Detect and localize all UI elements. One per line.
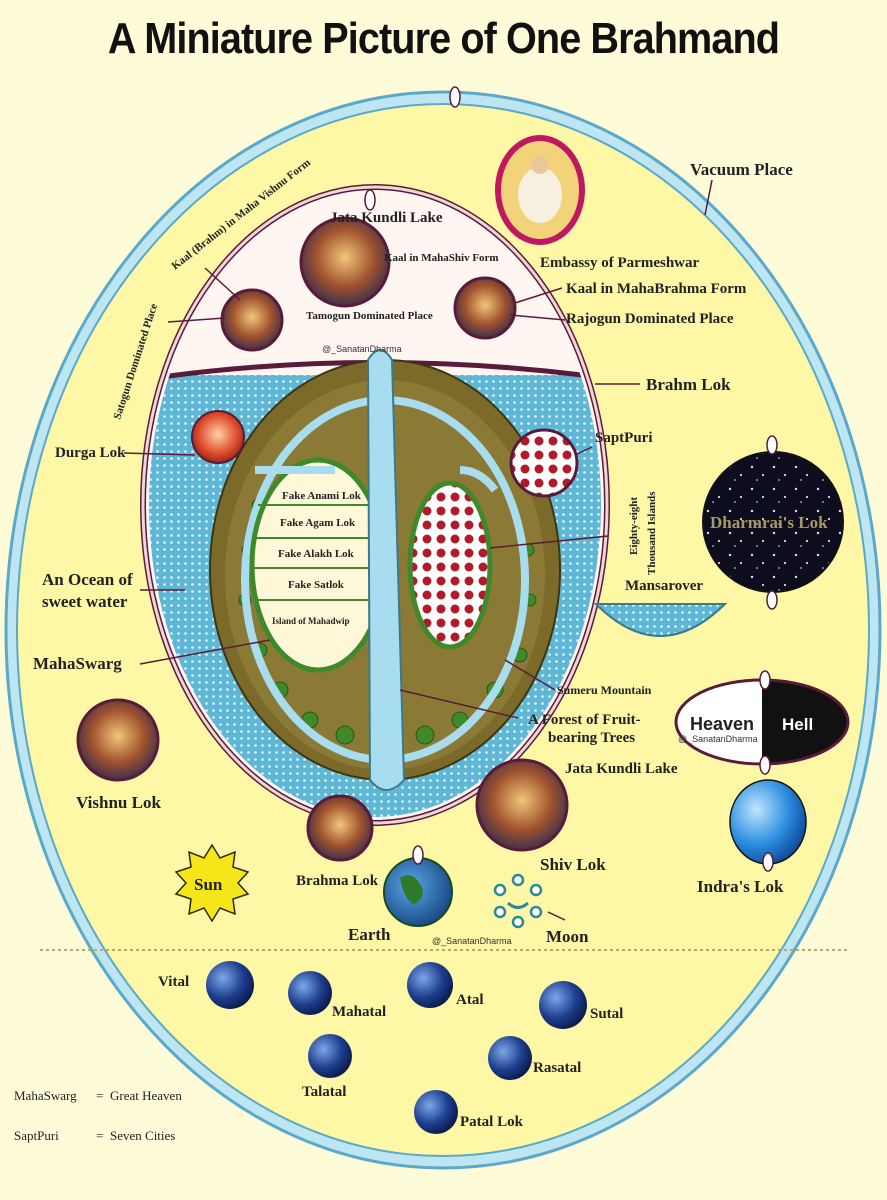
legend-meaning-1: Great Heaven (110, 1088, 182, 1103)
label-tamogun: Tamogun Dominated Place (306, 310, 433, 322)
label-sun: Sun (194, 875, 223, 894)
kaal-mahavishnu-image (220, 288, 284, 352)
legend-term-2: SaptPuri (14, 1128, 59, 1143)
vital-planet (206, 961, 254, 1009)
label-kaal-mahashiv: Kaal in MahaShiv Form (384, 252, 499, 264)
kaal-mahashiv-image (299, 216, 391, 308)
label-dharmrai-lok: Dharmrai's Lok (710, 513, 828, 532)
label-vishnu-lok: Vishnu Lok (76, 793, 161, 812)
label-mahaswarg: MahaSwarg (33, 654, 122, 673)
label-saptpuri: SaptPuri (595, 430, 653, 446)
shiv-lok-image (475, 758, 569, 852)
label-island-mahadwip: Island of Mahadwip (272, 616, 350, 626)
label-mahatal: Mahatal (332, 1004, 386, 1020)
indra-lok (729, 779, 807, 865)
patal-lok-planet (414, 1090, 458, 1134)
sun-icon (174, 843, 250, 923)
legend-term-1: MahaSwarg (14, 1088, 77, 1103)
label-rajogun: Rajogun Dominated Place (566, 311, 734, 327)
label-fake-alakh: Fake Alakh Lok (278, 548, 355, 560)
label-mansarover: Mansarover (625, 578, 703, 594)
kaal-mahabrahma-image (453, 276, 517, 340)
label-kaal-mahabrahma: Kaal in MahaBrahma Form (566, 281, 747, 297)
legend-meaning-2: Seven Cities (110, 1128, 175, 1143)
durga-lok-image (191, 410, 245, 464)
watermark-top: @_SanatanDharma (322, 344, 402, 354)
sumeru-mountain (407, 480, 493, 650)
label-sumeru: Sumeru Mountain (557, 683, 652, 697)
lower-worlds (206, 961, 587, 1134)
talatal-planet (308, 1034, 352, 1078)
mahatal-planet (288, 971, 332, 1015)
label-heaven: Heaven (690, 714, 754, 734)
label-rasatal: Rasatal (533, 1060, 581, 1076)
label-shiv-lok: Shiv Lok (540, 855, 606, 874)
brahma-lok-image (306, 794, 374, 862)
vishnu-lok-image (76, 698, 160, 782)
central-tube (366, 349, 406, 791)
label-hell: Hell (782, 715, 813, 734)
label-embassy: Embassy of Parmeshwar (540, 255, 699, 271)
legend: MahaSwarg = Great Heaven SaptPuri = Seve… (14, 1088, 182, 1143)
label-thousand-islands: Thousand Islands (646, 491, 658, 575)
label-jata-kundli-top: Jata Kundli Lake (330, 210, 443, 226)
sutal-planet (539, 981, 587, 1029)
page-title: A Miniature Picture of One Brahmand (107, 14, 780, 63)
label-sutal: Sutal (590, 1006, 623, 1022)
label-fake-anami: Fake Anami Lok (282, 490, 362, 502)
label-ocean-line2: sweet water (42, 592, 128, 611)
label-forest-line2: bearing Trees (548, 730, 635, 746)
label-patal-lok: Patal Lok (460, 1114, 524, 1130)
atal-planet (407, 962, 453, 1008)
label-atal: Atal (456, 992, 484, 1008)
label-ocean-line1: An Ocean of (42, 570, 133, 589)
label-eighty-eight: Eighty-eight (628, 497, 640, 555)
label-indra-lok: Indra's Lok (697, 877, 784, 896)
label-talatal: Talatal (302, 1084, 346, 1100)
moon-icon (493, 873, 543, 929)
label-forest-line1: A Forest of Fruit- (528, 712, 641, 728)
label-durga-lok: Durga Lok (55, 445, 126, 461)
mansarover (593, 603, 728, 637)
label-fake-satlok: Fake Satlok (288, 579, 345, 591)
label-brahm-lok: Brahm Lok (646, 375, 731, 394)
label-vital: Vital (158, 974, 189, 990)
label-moon: Moon (546, 927, 589, 946)
watermark-heaven: @_SanatanDharma (678, 734, 758, 744)
label-jata-kundli-lower: Jata Kundli Lake (565, 761, 678, 777)
label-fake-agam: Fake Agam Lok (280, 517, 356, 529)
saptpuri-image (509, 428, 579, 498)
label-vacuum-place: Vacuum Place (690, 160, 793, 179)
legend-sep-1: = (96, 1088, 103, 1103)
rasatal-planet (488, 1036, 532, 1080)
label-earth: Earth (348, 925, 391, 944)
watermark-earth: @_SanatanDharma (432, 936, 512, 946)
label-brahma-lok: Brahma Lok (296, 873, 379, 889)
legend-sep-2: = (96, 1128, 103, 1143)
